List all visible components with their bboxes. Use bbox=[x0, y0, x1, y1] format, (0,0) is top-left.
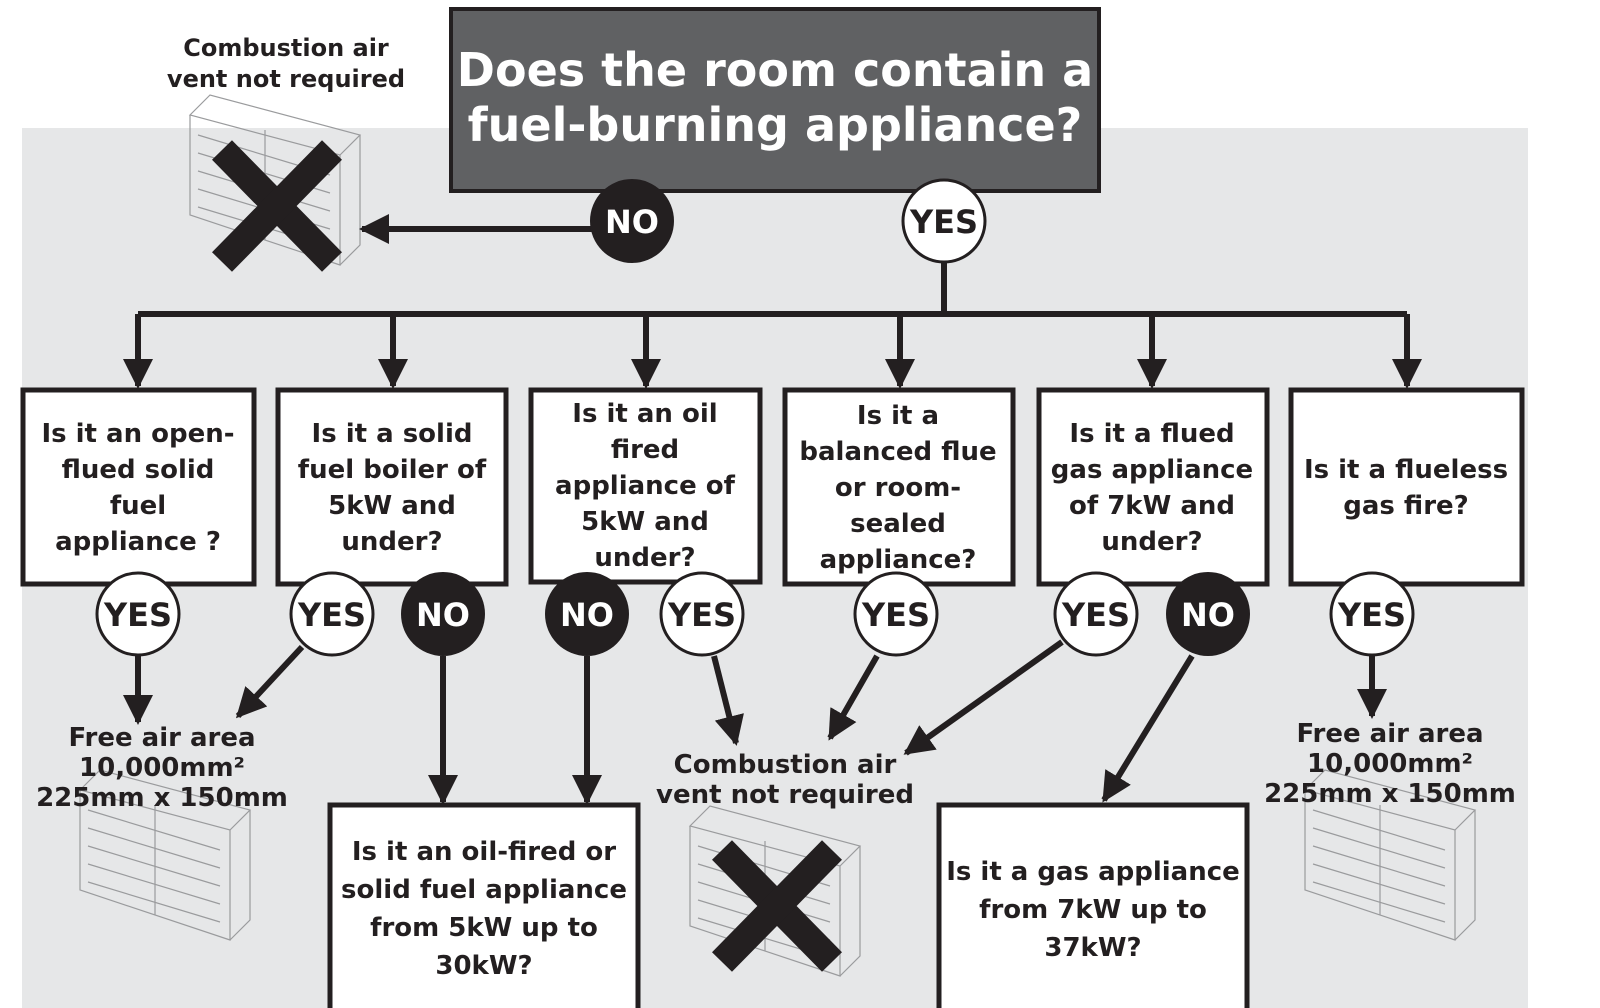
svg-text:Is it an oil-fired or: Is it an oil-fired or bbox=[352, 837, 616, 867]
question-line: appliance ? bbox=[55, 527, 221, 557]
vent-not-required-mid: Combustion air vent not required bbox=[656, 750, 914, 810]
background-panel bbox=[22, 128, 1528, 1008]
answer-yes-circle: YES bbox=[853, 571, 939, 657]
question-line: fuel bbox=[110, 491, 166, 521]
question-line: appliance? bbox=[820, 545, 977, 575]
question-line: 5kW and bbox=[328, 491, 456, 521]
svg-text:37kW?: 37kW? bbox=[1044, 933, 1141, 963]
question-line: Is it an oil bbox=[572, 399, 717, 429]
question-line: under? bbox=[1101, 527, 1202, 557]
answer-label: YES bbox=[103, 596, 172, 634]
question-line: appliance of bbox=[555, 471, 736, 501]
answer-label: YES bbox=[297, 596, 366, 634]
answer-label: YES bbox=[667, 596, 736, 634]
answer-label: NO bbox=[560, 596, 614, 634]
question-line: under? bbox=[341, 527, 442, 557]
free-air-area-left: Free air area 10,000mm² 225mm x 150mm bbox=[36, 723, 288, 813]
answer-yes-circle: YES bbox=[95, 571, 181, 657]
question-line: Is it a bbox=[857, 401, 939, 431]
question-line: Is it an open- bbox=[41, 419, 234, 449]
answer-no-circle: NO bbox=[1166, 572, 1250, 656]
svg-text:225mm x 150mm: 225mm x 150mm bbox=[1264, 779, 1516, 809]
question-line: under? bbox=[594, 543, 695, 573]
answer-yes-circle: YES bbox=[659, 571, 745, 657]
svg-text:225mm x 150mm: 225mm x 150mm bbox=[36, 783, 288, 813]
question-line: fired bbox=[611, 435, 679, 465]
question-line: sealed bbox=[850, 509, 946, 539]
answer-yes-circle: YES bbox=[289, 571, 375, 657]
question-line: gas fire? bbox=[1343, 491, 1469, 521]
answer-yes-circle: YES bbox=[1329, 571, 1415, 657]
answer-yes-top: YES bbox=[901, 178, 987, 264]
main-question-line-1: Does the room contain a bbox=[457, 43, 1093, 97]
svg-text:Free air area: Free air area bbox=[1296, 719, 1483, 749]
svg-text:vent not required: vent not required bbox=[656, 780, 914, 810]
question-line: flued solid bbox=[62, 455, 215, 485]
gas-question-box: Is it a gas appliance from 7kW up to 37k… bbox=[936, 802, 1250, 1008]
svg-text:solid fuel appliance: solid fuel appliance bbox=[341, 875, 627, 905]
answer-no-top: NO bbox=[590, 179, 674, 263]
connectors bbox=[138, 262, 1407, 317]
arrows bbox=[123, 214, 1422, 805]
svg-text:from 5kW up to: from 5kW up to bbox=[370, 913, 598, 943]
answer-label: YES bbox=[861, 596, 930, 634]
svg-text:10,000mm²: 10,000mm² bbox=[79, 753, 245, 783]
svg-text:10,000mm²: 10,000mm² bbox=[1307, 749, 1473, 779]
question-line: Is it a flueless bbox=[1304, 455, 1508, 485]
cross-icon bbox=[212, 140, 342, 272]
free-air-area-right: Free air area 10,000mm² 225mm x 150mm bbox=[1264, 719, 1516, 809]
main-question-box bbox=[449, 7, 1101, 193]
svg-text:YES: YES bbox=[909, 203, 978, 241]
svg-text:30kW?: 30kW? bbox=[435, 951, 532, 981]
oil-solid-question-box: Is it an oil-fired or solid fuel applian… bbox=[327, 802, 641, 1008]
question-line: or room- bbox=[835, 473, 961, 503]
answer-label: NO bbox=[1181, 596, 1235, 634]
question-box-5: Is it a flued gas appliance of 7kW and unde… bbox=[1036, 387, 1270, 587]
svg-text:NO: NO bbox=[605, 203, 659, 241]
question-line: of 7kW and bbox=[1069, 491, 1235, 521]
question-box-2: Is it a solid fuel boiler of 5kW and under? bbox=[275, 387, 509, 587]
question-box-1: Is it an open-flued solid fuel appliance ? bbox=[20, 387, 257, 587]
question-line: 5kW and bbox=[581, 507, 709, 537]
svg-text:Combustion air: Combustion air bbox=[183, 34, 389, 62]
answer-label: YES bbox=[1337, 596, 1406, 634]
vent-sketch-icon bbox=[78, 94, 1477, 977]
answer-label: NO bbox=[416, 596, 470, 634]
question-box-4: Is it a balanced flue or room-sealed applia… bbox=[782, 387, 1016, 587]
svg-text:Is it a gas appliance: Is it a gas appliance bbox=[946, 857, 1240, 887]
question-line: gas appliance bbox=[1051, 455, 1253, 485]
top-outcome-label: Combustion air vent not required bbox=[167, 34, 405, 93]
svg-text:vent not required: vent not required bbox=[167, 65, 405, 93]
question-line: fuel boiler of bbox=[298, 455, 487, 485]
main-question-line-2: fuel-burning appliance? bbox=[468, 98, 1083, 152]
question-line: Is it a flued bbox=[1069, 419, 1234, 449]
question-line: Is it a solid bbox=[312, 419, 473, 449]
question-line: balanced flue bbox=[799, 437, 996, 467]
svg-text:Free air area: Free air area bbox=[68, 723, 255, 753]
question-box-3: Is it an oil fired appliance of 5kW and unde… bbox=[528, 387, 763, 585]
answer-label: YES bbox=[1061, 596, 1130, 634]
question-box-6: Is it a flueless gas fire? bbox=[1288, 387, 1525, 587]
svg-text:Combustion air: Combustion air bbox=[674, 750, 897, 780]
svg-text:from 7kW up to: from 7kW up to bbox=[979, 895, 1207, 925]
cross-icon bbox=[712, 840, 842, 972]
answer-yes-circle: YES bbox=[1053, 571, 1139, 657]
answer-no-circle: NO bbox=[401, 572, 485, 656]
answer-no-circle: NO bbox=[545, 572, 629, 656]
